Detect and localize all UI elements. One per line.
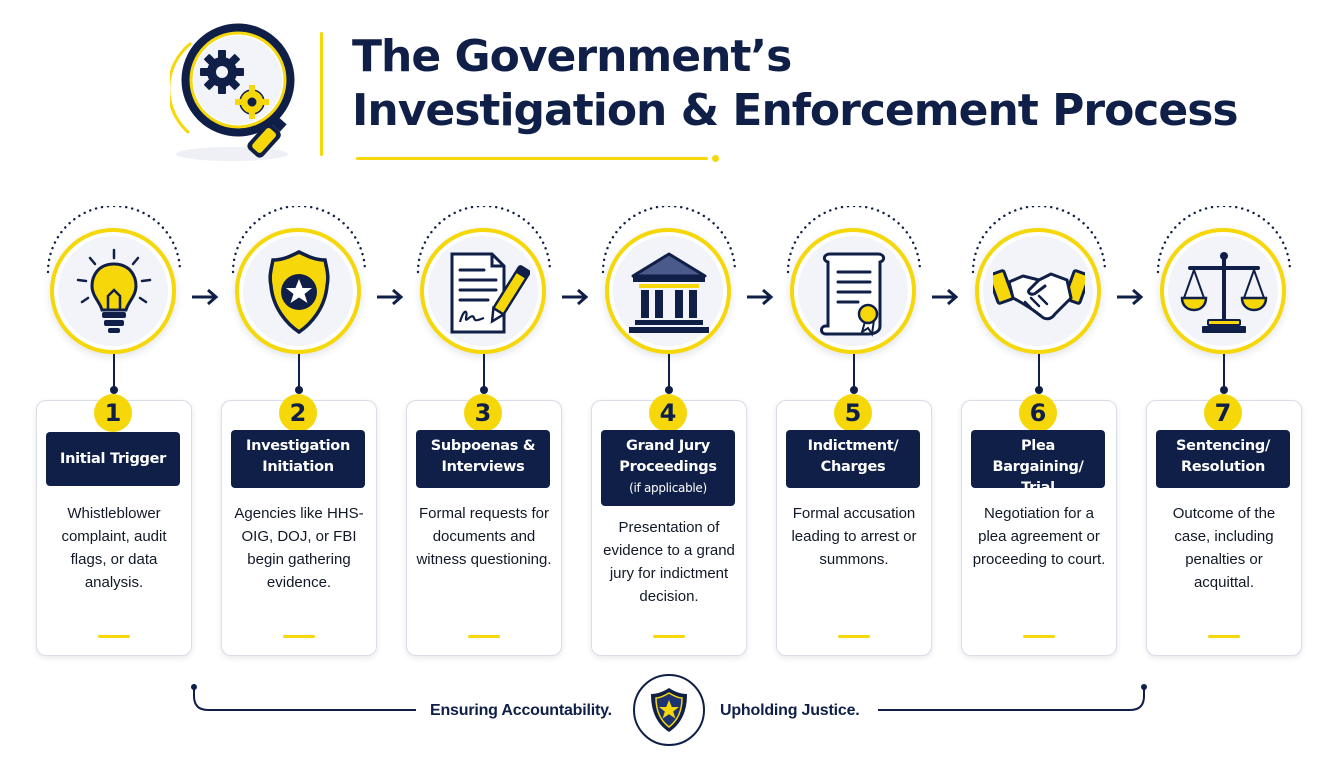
step-1: 1 Initial Trigger Whistleblower complain… [36, 0, 192, 660]
dotted-arc [46, 206, 182, 274]
step-label: Initial Trigger [46, 432, 180, 486]
title-underline [356, 157, 708, 160]
arrow-right-icon [743, 286, 777, 308]
step-label-note: (if applicable) [629, 481, 707, 495]
step-number-badge: 4 [649, 394, 687, 432]
step-description: Negotiation for a plea agreement or proc… [972, 505, 1106, 568]
step-7: 7 Sentencing/ Resolution Outcome of the … [1146, 0, 1302, 660]
step-label: Indictment/ Charges [786, 430, 920, 488]
footer-right-text: Upholding Justice. [720, 702, 860, 719]
footer-badge [633, 674, 705, 746]
step-number-badge: 3 [464, 394, 502, 432]
step-label: Grand Jury Proceedings (if applicable) [601, 430, 735, 506]
step-label: Sentencing/ Resolution [1156, 430, 1290, 488]
title-line-1: The Government’s [352, 31, 792, 82]
arrow-right-icon [558, 286, 592, 308]
header-divider [320, 32, 323, 156]
courthouse-icon [623, 246, 715, 338]
step-2: 2 Investigation Initiation Agencies like… [221, 0, 377, 660]
step-3: 3 Subpoenas & Interviews Formal requests… [406, 0, 562, 660]
arrow-right-icon [188, 286, 222, 308]
page-title: The Government’s Investigation & Enforce… [352, 30, 1252, 138]
step-number-badge: 7 [1204, 394, 1242, 432]
step-number-badge: 5 [834, 394, 872, 432]
footer-line-right [878, 684, 1147, 711]
step-number-badge: 2 [279, 394, 317, 432]
step-description: Presentation of evidence to a grand jury… [603, 519, 735, 605]
handshake-icon [987, 246, 1091, 338]
dotted-arc [971, 206, 1107, 274]
step-number-badge: 1 [94, 394, 132, 432]
arrow-right-icon [1113, 286, 1147, 308]
dotted-arc [416, 206, 552, 274]
document-pen-icon [438, 246, 531, 338]
step-description: Formal accusation leading to arrest or s… [791, 505, 917, 568]
dotted-arc [1156, 206, 1292, 274]
scroll-seal-icon [808, 246, 900, 338]
step-label: Investigation Initiation [231, 430, 365, 488]
police-badge-icon [253, 246, 345, 338]
step-description: Outcome of the case, including penalties… [1172, 505, 1276, 591]
footer-line-left [191, 684, 416, 711]
dotted-arc [601, 206, 737, 274]
lightbulb-icon [68, 246, 160, 338]
magnifier-gears-icon [167, 14, 310, 164]
step-label: Subpoenas & Interviews [416, 430, 550, 488]
step-description: Agencies like HHS-OIG, DOJ, or FBI begin… [234, 505, 364, 591]
footer-left-text: Ensuring Accountability. [430, 702, 612, 719]
step-description: Whistleblower complaint, audit flags, or… [61, 505, 167, 591]
step-number-badge: 6 [1019, 394, 1057, 432]
scales-of-justice-icon [1178, 246, 1270, 338]
arrow-right-icon [373, 286, 407, 308]
title-underline-dot [712, 155, 719, 162]
arrow-right-icon [928, 286, 962, 308]
step-label: Plea Bargaining/ Trial [971, 430, 1105, 496]
title-line-2: Investigation & Enforcement Process [352, 85, 1239, 136]
step-5: 5 Indictment/ Charges Formal accusation … [776, 0, 932, 660]
shield-star-icon [651, 688, 687, 732]
dotted-arc [231, 206, 367, 274]
dotted-arc [786, 206, 922, 274]
step-6: 6 Plea Bargaining/ Trial Negotiation for… [961, 0, 1117, 660]
step-description: Formal requests for documents and witnes… [416, 505, 552, 568]
step-4: 4 Grand Jury Proceedings (if applicable)… [591, 0, 747, 660]
